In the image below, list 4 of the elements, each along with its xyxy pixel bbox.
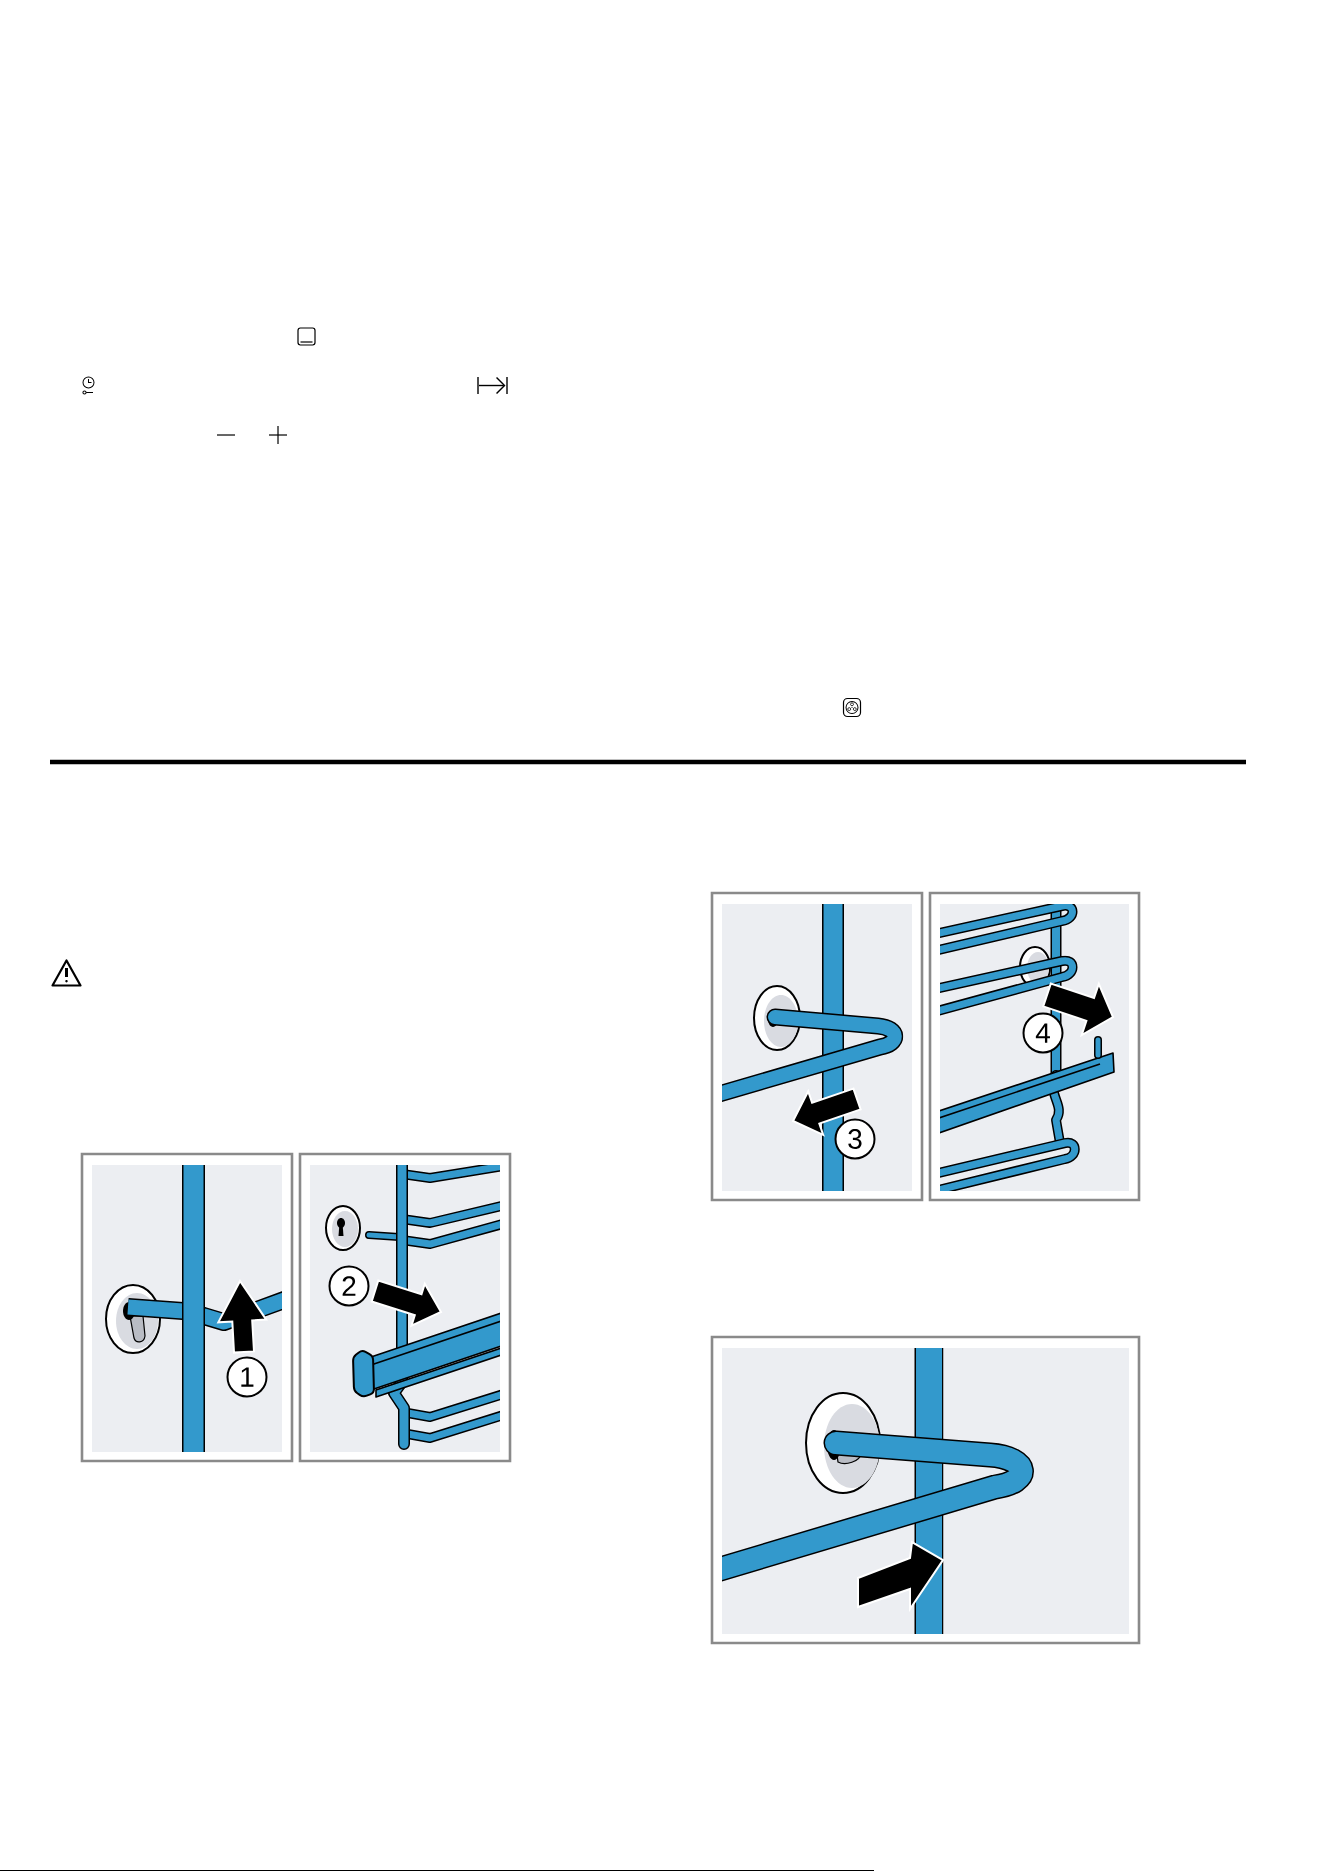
callout-number: 2 [328,1265,370,1307]
callout-number: 4 [1022,1012,1064,1054]
callout-number: 1 [226,1356,268,1398]
callout-number: 3 [834,1118,876,1160]
